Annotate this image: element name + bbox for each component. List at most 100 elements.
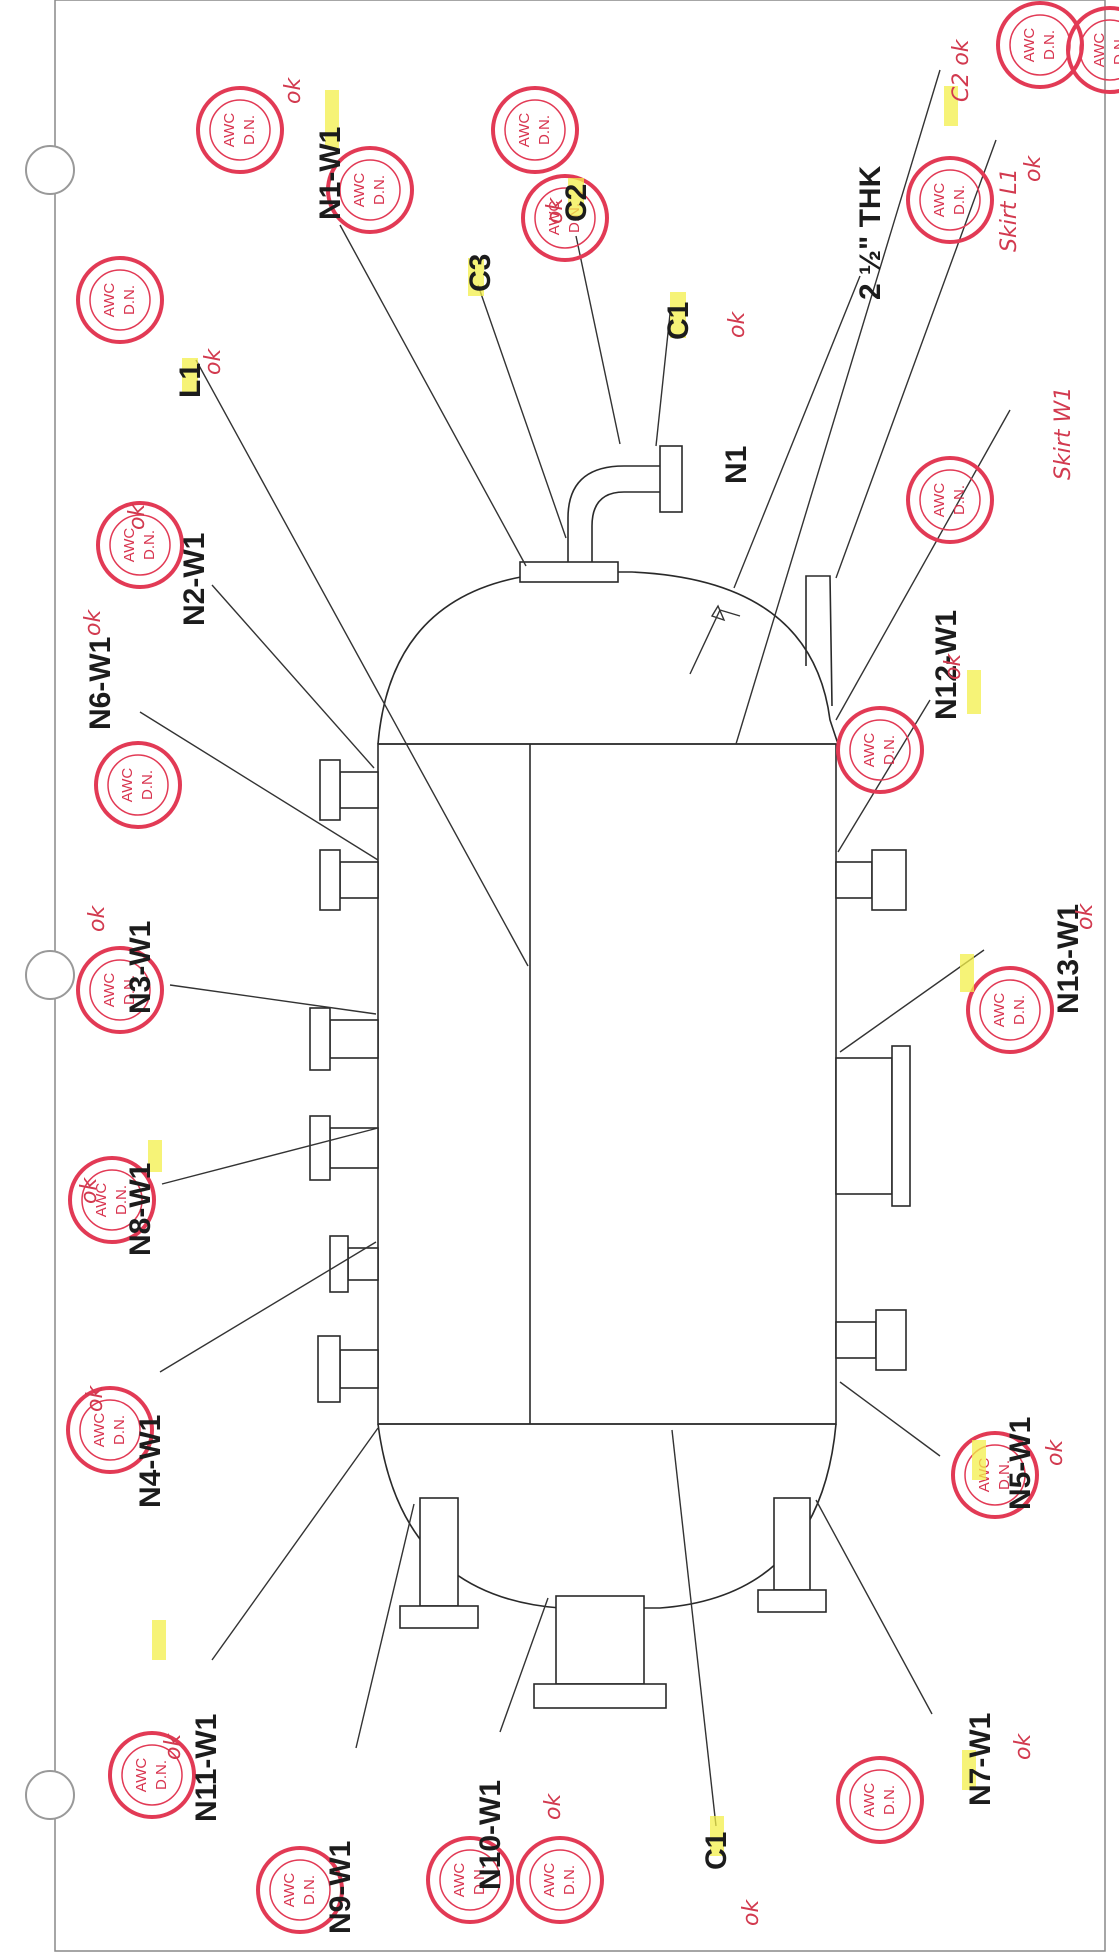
stamp-initials: D.N.	[881, 1785, 898, 1815]
stamp-outer-ring	[906, 456, 994, 544]
stamp-org: AWC	[1091, 33, 1108, 68]
nozzle-flange	[533, 1683, 667, 1709]
stamp-initials: D.N.	[881, 735, 898, 765]
stamp-inner-ring	[269, 1859, 331, 1921]
stamp-initials: D.N.	[153, 1760, 170, 1790]
label-n1-w1: N1-W1	[314, 127, 347, 220]
hand-ok: ok	[1043, 1439, 1068, 1466]
label-n10-w1: N10-W1	[474, 1780, 507, 1890]
stamp-inner-ring	[209, 99, 271, 161]
stamp-initials: D.N.	[536, 115, 553, 145]
label-n3-w1: N3-W1	[124, 921, 157, 1014]
stamp-inner-ring	[919, 469, 981, 531]
stamp-org: AWC	[133, 1758, 150, 1793]
label-n12-w1: N12-W1	[930, 610, 963, 720]
nozzle-flange	[757, 1589, 827, 1613]
stamp-inner-ring	[439, 1849, 501, 1911]
stamp-inner-ring	[919, 169, 981, 231]
nozzle-flange	[319, 849, 341, 911]
hand-ok: ok	[1011, 1733, 1036, 1760]
stamp-outer-ring	[66, 1386, 154, 1474]
stamp-outer-ring	[491, 86, 579, 174]
stamp-outer-ring	[76, 256, 164, 344]
nozzle-flange	[871, 849, 907, 911]
leader-lines	[139, 69, 1011, 1827]
binder-hole	[25, 145, 75, 195]
stamp-inner-ring	[109, 514, 171, 576]
label-c1-bottom: C1	[700, 1832, 733, 1870]
label-n9-w1: N9-W1	[324, 1841, 357, 1934]
stamp-inner-ring	[529, 1849, 591, 1911]
stamp-org: AWC	[451, 1863, 468, 1898]
left-nozzles	[309, 759, 379, 1403]
label-l1: L1	[174, 363, 207, 398]
stamp-inner-ring	[89, 959, 151, 1021]
nozzle-neck	[835, 861, 873, 899]
stamp-inner-ring	[79, 1399, 141, 1461]
stamp-initials: D.N.	[471, 1865, 488, 1895]
nozzle-flange	[309, 1115, 331, 1181]
stamp-inner-ring	[339, 159, 401, 221]
stamp-org: AWC	[931, 183, 948, 218]
nozzle-neck	[339, 861, 379, 899]
label-n5-w1: N5-W1	[1004, 1417, 1037, 1510]
label-c2: C2	[560, 184, 593, 222]
skirt	[805, 575, 833, 707]
stamp-outer-ring	[76, 946, 164, 1034]
stamp-initials: D.N.	[996, 1460, 1013, 1490]
stamp-initials: D.N.	[951, 485, 968, 515]
stamp-outer-ring	[836, 1756, 924, 1844]
stamp-initials: D.N.	[139, 770, 156, 800]
nozzle-neck	[835, 1057, 893, 1195]
stamp-inner-ring	[89, 269, 151, 331]
stamp-org: AWC	[121, 528, 138, 563]
stamp-outer-ring	[326, 146, 414, 234]
stamp-org: AWC	[91, 1413, 108, 1448]
stamp-outer-ring	[1066, 6, 1119, 94]
binder-holes	[25, 145, 75, 1820]
stamp-outer-ring	[426, 1836, 514, 1924]
nozzle-neck	[339, 1349, 379, 1389]
thickness-note: 2 ½" THK	[854, 165, 887, 300]
hand-ok: ok	[725, 311, 750, 338]
stamp-inner-ring	[1079, 19, 1119, 81]
binder-hole	[25, 950, 75, 1000]
label-n2-w1: N2-W1	[178, 533, 211, 626]
hand-ok: ok	[85, 905, 110, 932]
highlights	[148, 86, 986, 1856]
stamp-outer-ring	[108, 1731, 196, 1819]
stamp-inner-ring	[534, 187, 596, 249]
hand-skirt-w1: Skirt W1	[1051, 387, 1076, 480]
stamp-org: AWC	[1021, 28, 1038, 63]
label-c3: C3	[464, 254, 497, 292]
bottom-nozzles	[399, 1497, 827, 1709]
top-head	[377, 571, 839, 745]
nozzle-flange	[319, 759, 341, 821]
stamp-outer-ring	[196, 86, 284, 174]
hand-ok: ok	[1073, 903, 1098, 930]
stamp-outer-ring	[906, 156, 994, 244]
nozzle-neck	[329, 1019, 379, 1059]
stamp-inner-ring	[849, 1769, 911, 1831]
nozzle-flange	[891, 1045, 911, 1207]
stamp-org: AWC	[546, 201, 563, 236]
stamp-org: AWC	[93, 1183, 110, 1218]
right-nozzles	[835, 849, 911, 1371]
stamp-outer-ring	[996, 1, 1084, 89]
stamp-outer-ring	[966, 966, 1054, 1054]
stamp-inner-ring	[81, 1169, 143, 1231]
stamp-outer-ring	[68, 1156, 156, 1244]
nozzle-neck	[419, 1497, 459, 1607]
stamp-org: AWC	[861, 1783, 878, 1818]
hand-ok: ok	[125, 503, 150, 530]
stamp-initials: D.N.	[1011, 995, 1028, 1025]
nozzle-neck	[555, 1595, 645, 1685]
stamp-org: AWC	[861, 733, 878, 768]
